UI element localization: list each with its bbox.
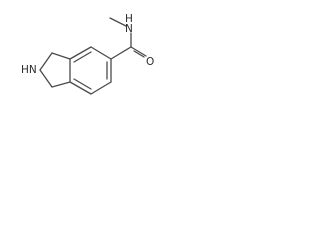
amide-hydrogen-label: H xyxy=(125,13,133,25)
molecule-structure: HN H N O xyxy=(21,13,154,95)
amide-nitrogen-label: N xyxy=(125,23,133,35)
bond-n-methyl xyxy=(109,17,127,27)
bond-carbonyl-o-inner xyxy=(133,50,145,58)
bond-c6-carbonyl xyxy=(110,46,132,60)
carbonyl-oxygen-label: O xyxy=(146,56,154,68)
bond-c5-c4 xyxy=(90,81,112,95)
bond-c1-c7a xyxy=(51,52,71,60)
bond-c7a-c7-outer xyxy=(69,46,92,60)
bond-c7-c6 xyxy=(90,46,112,60)
bond-ring-n-c3 xyxy=(39,69,53,88)
bond-ring-n-c1 xyxy=(39,52,53,71)
ring-nitrogen-label: HN xyxy=(21,64,37,76)
bond-c4-c3a-inner xyxy=(73,78,92,90)
bond-c4-c3a-outer xyxy=(69,81,92,95)
bond-c7a-c7-inner xyxy=(73,51,92,63)
bond-carbonyl-o-outer xyxy=(130,46,147,57)
bond-c3-c3a xyxy=(51,81,71,88)
